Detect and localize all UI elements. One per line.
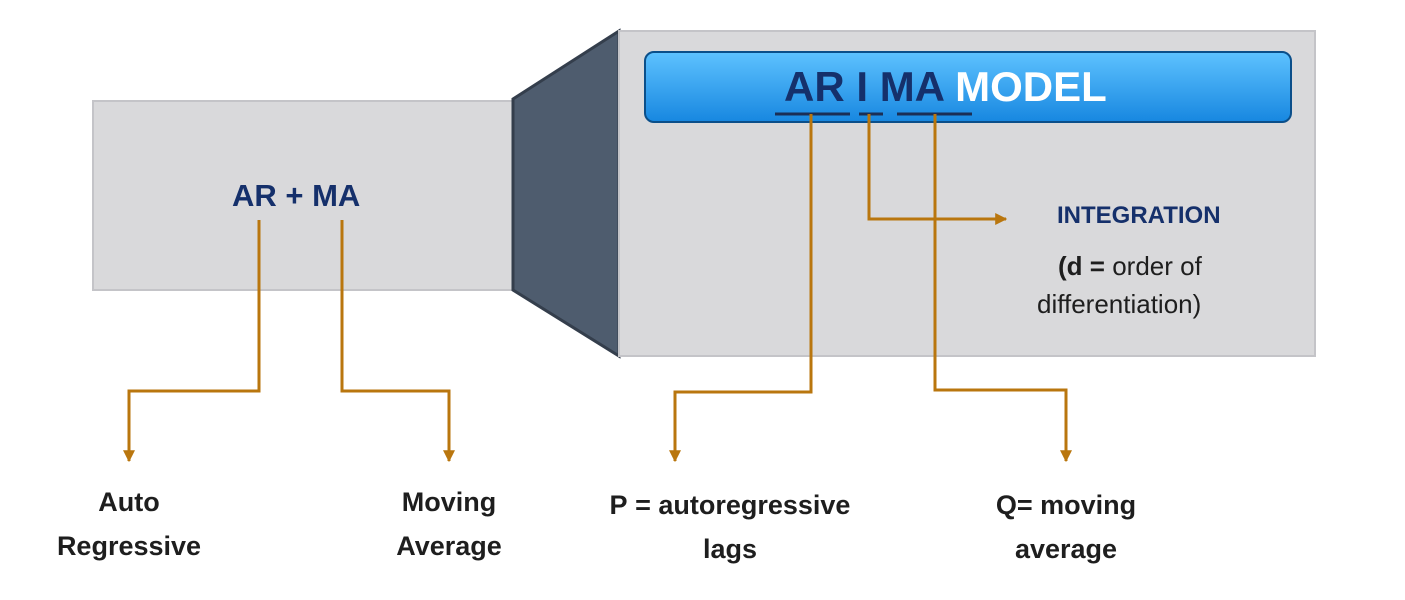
integration-formula: (d = order of	[1058, 247, 1202, 285]
label-moving-line1: Moving	[401, 487, 497, 517]
label-p-line2: lags	[702, 534, 758, 564]
arrow-ma-to-q	[933, 114, 1072, 463]
integration-paren: (	[1058, 251, 1067, 281]
model-part-model: MODEL	[955, 63, 1107, 110]
label-q-rest: = moving	[1016, 490, 1137, 520]
arrow-ar-to-p	[669, 114, 813, 463]
integration-desc-line1: order of	[1112, 251, 1202, 281]
label-q-moving-average: Q= moving average	[976, 483, 1156, 571]
label-p-symbol: P	[609, 490, 628, 520]
model-part-ma: MA	[879, 63, 944, 110]
label-q-line2: average	[1014, 534, 1118, 564]
label-p-line1: P = autoregressive	[590, 483, 870, 527]
label-auto-line1: Auto	[98, 487, 160, 517]
arrow-i-to-integration	[867, 114, 1008, 225]
integration-heading: INTEGRATION	[1057, 202, 1221, 229]
label-p-rest: = autoregressive	[635, 490, 851, 520]
model-part-ar: AR	[784, 63, 845, 110]
left-box	[92, 100, 516, 291]
ar-ma-title: AR + MA	[232, 178, 361, 213]
model-part-i: I	[856, 63, 869, 110]
label-q-symbol: Q	[995, 490, 1017, 520]
model-bar	[644, 51, 1292, 123]
label-moving-line2: Average	[396, 531, 502, 561]
arrow-ar-to-auto	[123, 220, 261, 463]
label-auto-line2: Regressive	[56, 531, 202, 561]
label-moving-average: Moving Average	[364, 480, 534, 568]
label-q-line1: Q= moving	[976, 483, 1156, 527]
model-bar-title: AR I MA MODEL	[784, 62, 1107, 112]
label-auto-regressive: Auto Regressive	[44, 480, 214, 568]
arrow-ma-to-moving	[340, 220, 455, 463]
integration-symbol: d =	[1066, 251, 1105, 281]
funnel-connector	[511, 28, 621, 359]
integration-desc-line2: differentiation)	[1037, 289, 1202, 319]
label-p-autoregressive-lags: P = autoregressive lags	[590, 483, 870, 571]
